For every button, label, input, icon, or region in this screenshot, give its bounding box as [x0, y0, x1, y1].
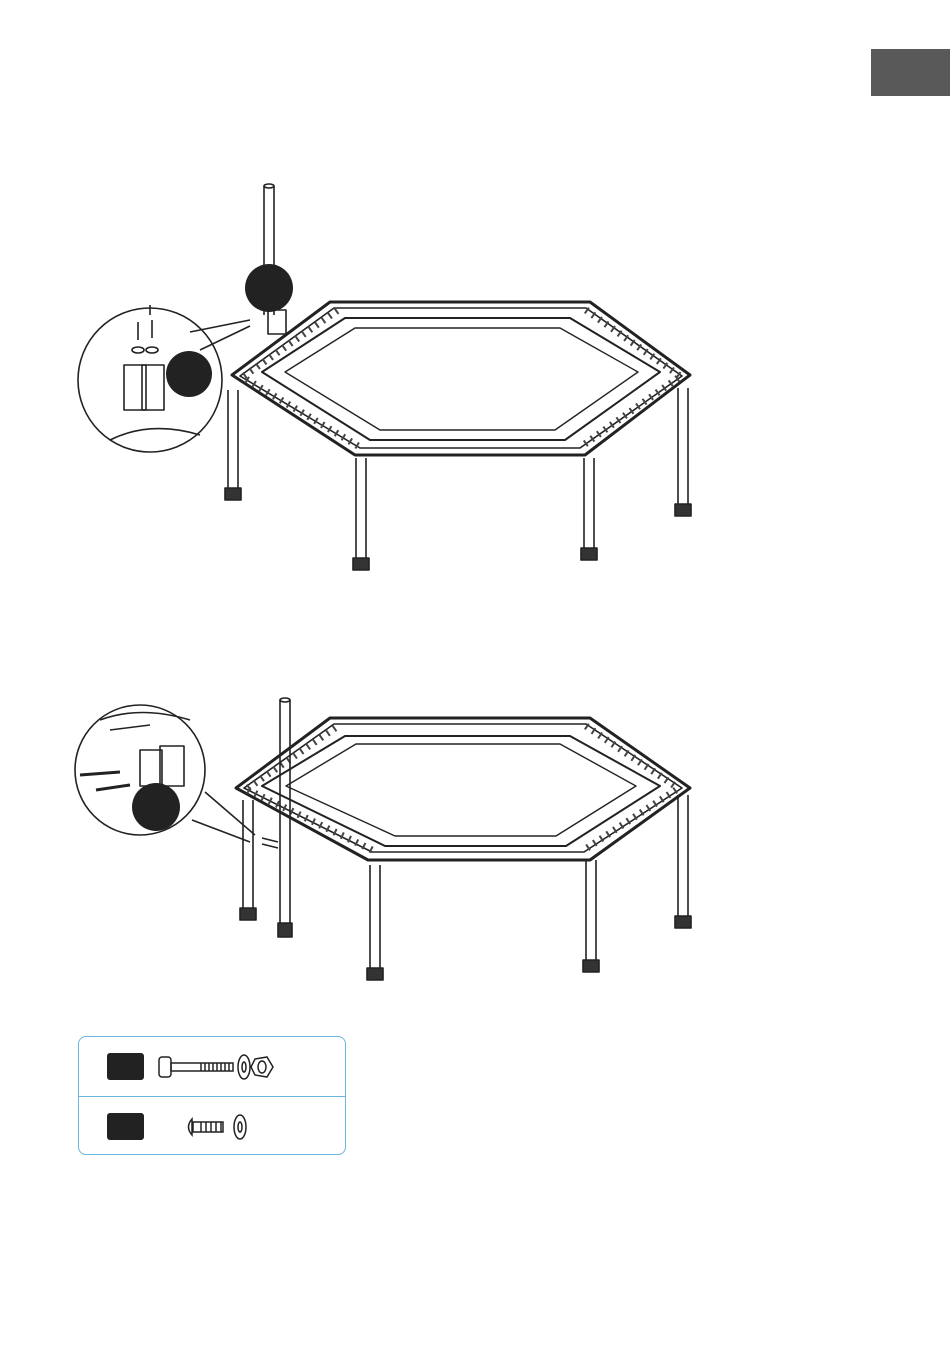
bolt-icon	[159, 1057, 233, 1077]
screw-icon	[189, 1119, 224, 1135]
callout-marker	[245, 264, 293, 312]
part-number-badge	[107, 1113, 144, 1140]
trampoline-mat	[286, 744, 636, 836]
washer-icon	[234, 1115, 246, 1139]
callout-marker	[132, 783, 180, 831]
trampoline-mat	[285, 328, 638, 430]
language-tab	[871, 49, 950, 96]
part-number-badge	[107, 1053, 144, 1080]
nut-icon	[251, 1057, 273, 1077]
assembly-step-2-illustration	[0, 680, 760, 1000]
trampoline-mat-border	[262, 736, 660, 846]
parts-row	[79, 1097, 345, 1155]
parts-legend	[78, 1036, 346, 1155]
washer-icon	[238, 1055, 250, 1079]
trampoline-frame	[236, 718, 690, 860]
parts-row	[79, 1037, 345, 1095]
trampoline-frame	[232, 302, 690, 455]
trampoline-legs	[240, 795, 691, 980]
trampoline-mat-border	[262, 318, 660, 440]
callout-marker	[166, 351, 212, 397]
assembly-step-1-illustration	[0, 150, 760, 590]
